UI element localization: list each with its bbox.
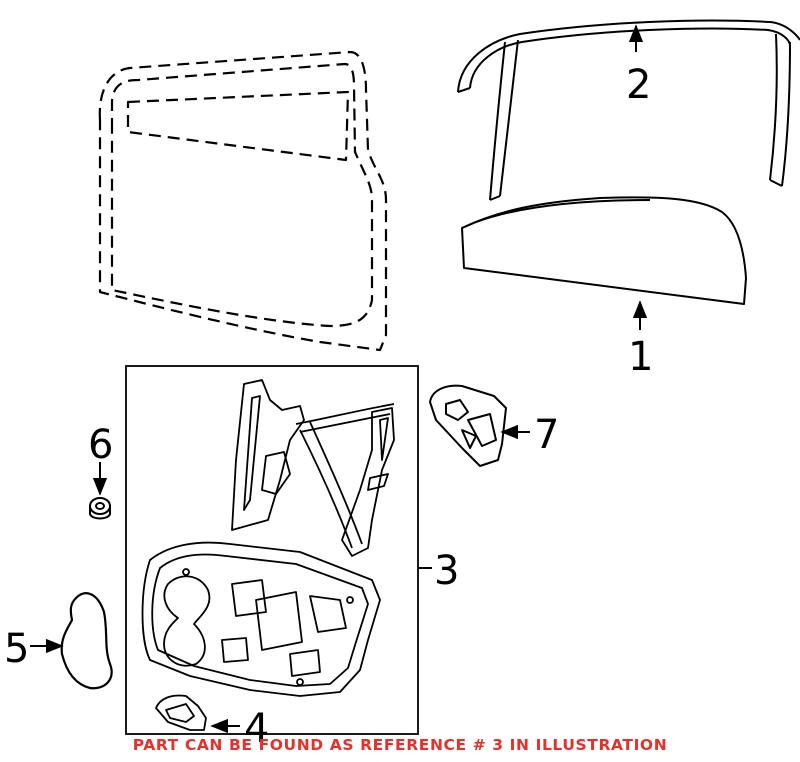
reference-note: PART CAN BE FOUND AS REFERENCE # 3 IN IL… <box>132 736 668 754</box>
weatherstrip-frame <box>457 19 800 201</box>
callout-4: 4 <box>244 706 269 752</box>
door-module-panel <box>141 541 381 697</box>
callout-1: 1 <box>628 334 653 380</box>
leader-arrows <box>30 24 648 734</box>
callout-7: 7 <box>534 412 559 458</box>
window-regulator <box>231 379 395 557</box>
callout-5: 5 <box>4 626 29 672</box>
callout-6: 6 <box>88 422 113 468</box>
water-shield <box>60 592 113 690</box>
door-glass <box>461 196 747 305</box>
nut <box>89 497 111 520</box>
small-bracket <box>155 694 207 731</box>
callout-2: 2 <box>626 62 651 108</box>
door-bracket <box>429 384 507 467</box>
door-outline <box>98 50 388 352</box>
regulator-assembly-box <box>125 365 419 735</box>
callout-3: 3 <box>434 548 459 594</box>
